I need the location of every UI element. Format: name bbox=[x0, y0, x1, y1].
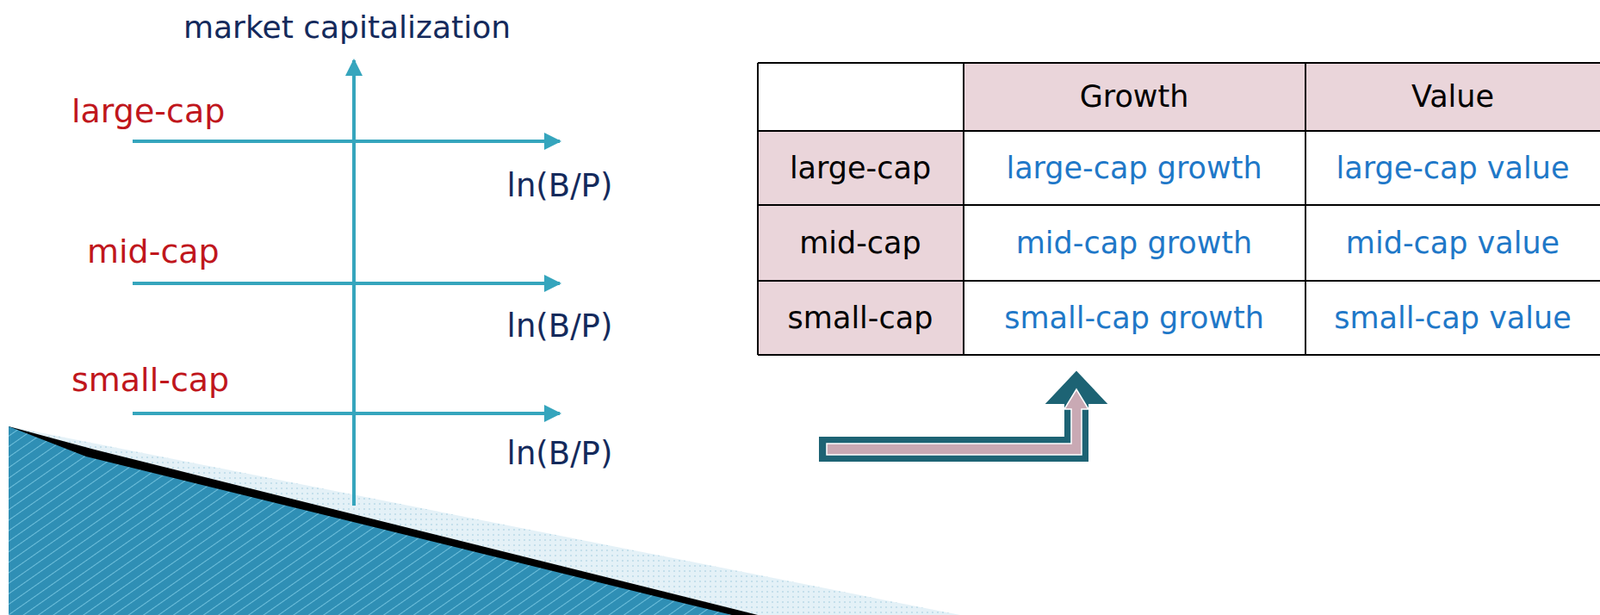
axis-label: ln(B/P) bbox=[507, 308, 614, 346]
size-label: small-cap bbox=[71, 361, 230, 400]
wedge-light bbox=[8, 426, 961, 615]
table-cell: mid-cap growth bbox=[1016, 225, 1253, 261]
row-header: large-cap bbox=[789, 150, 931, 186]
row-header: mid-cap bbox=[799, 225, 922, 261]
table-cell: large-cap value bbox=[1336, 150, 1570, 186]
wedge-dark bbox=[8, 426, 758, 615]
table-grid bbox=[757, 62, 1600, 355]
axis-title: market capitalization bbox=[183, 9, 511, 45]
wedge-hatched bbox=[8, 426, 732, 615]
column-header: Growth bbox=[1079, 79, 1190, 114]
bp-axis bbox=[132, 139, 560, 143]
axis-label: ln(B/P) bbox=[507, 435, 614, 473]
row-header: small-cap bbox=[787, 300, 934, 335]
column-header: Value bbox=[1411, 79, 1495, 114]
row-header-fill bbox=[757, 130, 964, 355]
table-cell: small-cap value bbox=[1333, 300, 1572, 335]
size-label: mid-cap bbox=[86, 233, 220, 272]
pointer-arrow bbox=[819, 372, 1106, 461]
table-cell: small-cap growth bbox=[1004, 300, 1265, 335]
header-fill bbox=[963, 62, 1600, 131]
pointer-arrow-inner bbox=[826, 389, 1089, 455]
table-cell: large-cap growth bbox=[1005, 150, 1262, 186]
bp-axis bbox=[132, 411, 560, 416]
size-label: large-cap bbox=[71, 93, 225, 131]
bp-axis bbox=[132, 281, 560, 286]
table-cell: mid-cap value bbox=[1345, 225, 1560, 261]
axis-label: ln(B/P) bbox=[507, 167, 614, 205]
